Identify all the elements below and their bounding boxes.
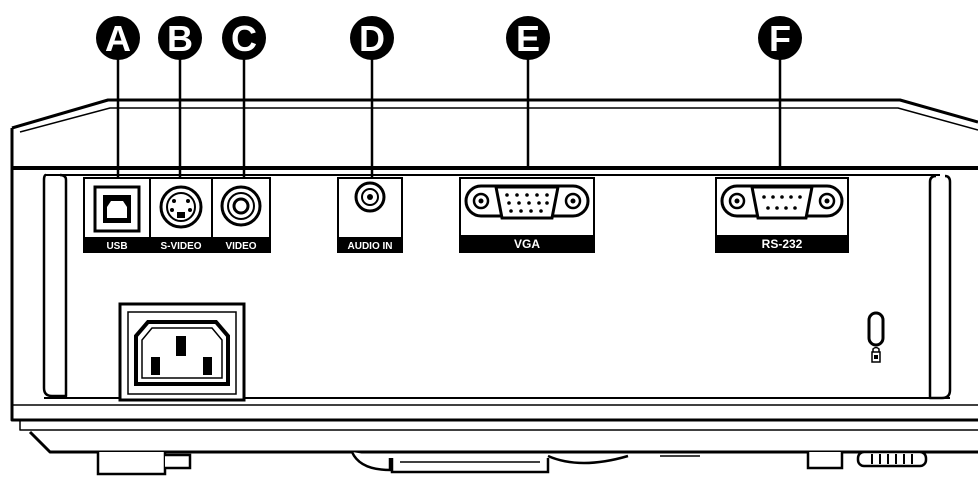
callout-a-letter: A — [105, 18, 131, 59]
callout-leaders — [116, 40, 782, 178]
usb-label: USB — [106, 241, 127, 252]
video-label: VIDEO — [225, 241, 256, 252]
callout-d-letter: D — [359, 18, 385, 59]
vga-label: VGA — [514, 237, 540, 251]
port-usb: USB — [83, 177, 151, 253]
callout-c: C — [222, 16, 266, 60]
rs232-label: RS-232 — [762, 237, 803, 251]
port-vga: VGA — [459, 177, 595, 253]
callout-d: D — [350, 16, 394, 60]
port-video: VIDEO — [211, 177, 271, 253]
projector-feet — [96, 450, 928, 476]
audio-in-label: AUDIO IN — [348, 241, 393, 252]
svideo-label: S-VIDEO — [160, 241, 201, 252]
callout-f: F — [758, 16, 802, 60]
rs232-pins — [762, 195, 802, 210]
adjuster-wheel-ridges — [871, 454, 913, 464]
callout-e: E — [506, 16, 550, 60]
port-svideo: S-VIDEO — [149, 177, 213, 253]
port-rs232: RS-232 — [715, 177, 849, 253]
callout-e-letter: E — [516, 18, 540, 59]
port-audio-in: AUDIO IN — [337, 177, 403, 253]
vga-pins — [505, 193, 549, 213]
callout-c-letter: C — [231, 18, 257, 59]
power-inlet-icon — [118, 302, 246, 402]
callout-a: A — [96, 16, 140, 60]
callout-f-letter: F — [769, 18, 791, 59]
callout-b: B — [158, 16, 202, 60]
kensington-lock-icon — [867, 311, 885, 363]
callout-b-letter: B — [167, 18, 193, 59]
